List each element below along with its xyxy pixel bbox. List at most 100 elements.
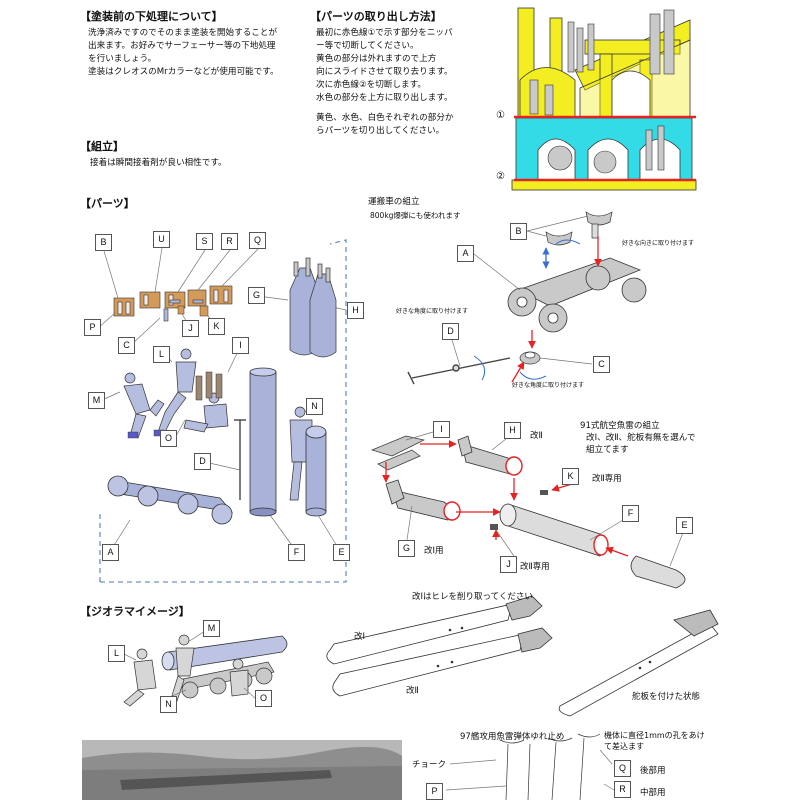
label-part-o: O xyxy=(160,430,177,447)
cradle-hole-note-2: て差込ます xyxy=(604,742,644,751)
parts-header: 【パーツ】 xyxy=(80,197,135,210)
variants-kai2-label: 改Ⅱ xyxy=(406,686,419,696)
carrier-label-c: C xyxy=(593,356,610,373)
cradle-label-r: R xyxy=(614,781,631,798)
cradle-label-p: P xyxy=(426,783,443,800)
historical-photo xyxy=(82,740,402,800)
label-part-c: C xyxy=(118,337,135,354)
removal-line-4: 向にスライドさせて取り去ります。 xyxy=(316,67,453,77)
cradle-title: 97艦攻用魚雷弾体ゆれ止め xyxy=(460,732,565,742)
assembly-line-1: 接着は瞬間接着剤が良い相性です。 xyxy=(90,158,227,168)
diorama-label-l: L xyxy=(108,645,125,662)
label-part-u: U xyxy=(153,231,170,248)
diorama-label-m: M xyxy=(203,620,220,637)
carrier-assembly-illustration xyxy=(407,211,647,385)
carrier-label-d: D xyxy=(442,323,459,340)
parts-dashed-frame xyxy=(99,239,347,583)
label-part-i: I xyxy=(232,337,249,354)
carrier-d-handle xyxy=(407,357,511,385)
torpedo-title-line-1: 91式航空魚雷の組立 xyxy=(580,421,660,431)
part-d-rod xyxy=(234,419,246,500)
carrier-saddles xyxy=(545,211,613,246)
pre-treatment-header: 【塗装前の下処理について】 xyxy=(80,10,223,23)
pre-treatment-line-2: 出来ます。お好みでサーフェーサー等の下地処理 xyxy=(88,41,276,51)
removal-line-6: 水色の部分を上方に取り出します。 xyxy=(316,93,453,103)
variants-rudder-note: 舵板を付けた状態 xyxy=(632,692,701,702)
torpedo-title-line-2: 改Ⅰ、改Ⅱ、舵板有無を選んで xyxy=(586,433,696,443)
label-part-h: H xyxy=(347,302,364,319)
cradle-chalk: チョーク xyxy=(412,760,447,770)
cradle-label-q: Q xyxy=(614,760,631,777)
label-part-d: D xyxy=(194,453,211,470)
removal-line-2: ー等で切断してください。 xyxy=(316,41,419,51)
carrier-note-angle-1: 好きな角度に取り付けます xyxy=(396,308,469,315)
wood-blocks-bracket-parts xyxy=(113,285,233,322)
diorama-torpedo xyxy=(161,635,288,671)
cradle-rear: 後部用 xyxy=(640,766,666,776)
label-part-k: K xyxy=(208,318,225,335)
torpedo-e-nose xyxy=(630,555,686,589)
label-part-s: S xyxy=(196,233,213,250)
torpedo-kai2-only: 改Ⅱ専用 xyxy=(592,474,622,484)
removal-line-9: らパーツを切り出してください。 xyxy=(316,126,445,136)
small-parts-j-k xyxy=(177,305,209,317)
torpedo-label-g: G xyxy=(398,540,415,557)
variant-rudder-fin xyxy=(673,609,719,637)
torpedo-leader-lines xyxy=(405,431,685,567)
diorama-figures xyxy=(123,634,249,707)
label-part-b: B xyxy=(95,234,112,251)
label-part-m: M xyxy=(88,392,105,409)
removal-line-5: 次に赤色線②を切断します。 xyxy=(316,80,426,90)
torpedo-g-tail xyxy=(385,479,461,521)
torpedo-kai2-label: 改Ⅱ xyxy=(530,431,543,441)
cut-marker-2: ② xyxy=(496,171,505,182)
torpedo-small-parts xyxy=(490,490,548,530)
label-part-p: P xyxy=(84,319,101,336)
carrier-red-arrows xyxy=(511,236,602,383)
label-part-q: Q xyxy=(249,232,266,249)
torpedo-label-h: H xyxy=(504,422,521,439)
carrier-label-a: A xyxy=(457,245,474,262)
torpedo-label-e: E xyxy=(676,517,693,534)
sprue-cyan-detail xyxy=(547,125,665,174)
pre-treatment-line-1: 洗浄済みですのでそのまま塗装を開始することが xyxy=(88,28,278,38)
torpedo-label-i: I xyxy=(433,421,450,438)
label-part-n: N xyxy=(306,398,323,415)
torpedo-h-tail xyxy=(457,435,523,476)
diorama-label-n: N xyxy=(160,696,177,713)
torpedo-kai1-use: 改Ⅰ用 xyxy=(424,546,444,556)
carrier-title: 運搬車の組立 xyxy=(368,197,420,207)
torpedo-label-f: F xyxy=(622,505,639,522)
diorama-illustration xyxy=(123,630,288,707)
carrier-c-fitting xyxy=(519,351,541,365)
torpedo-title-line-3: 組立てます xyxy=(586,445,629,455)
removal-header: 【パーツの取り出し方法】 xyxy=(310,10,442,23)
torpedo-label-j: J xyxy=(500,556,517,573)
variant-kai2-fin xyxy=(517,627,553,653)
diorama-header: 【ジオラマイメージ】 xyxy=(80,605,190,618)
label-part-g: G xyxy=(248,287,265,304)
sprue-gray-parts xyxy=(529,9,675,116)
part-i-tubes xyxy=(195,371,223,401)
part-e-tail xyxy=(305,425,327,517)
figure-parts xyxy=(123,348,319,501)
torpedo-kai2-only-2: 改Ⅱ専用 xyxy=(520,562,550,572)
pre-treatment-line-3: を行いましょう。 xyxy=(88,54,157,64)
carrier-label-b: B xyxy=(510,223,527,240)
variant-kai1-fin xyxy=(505,595,543,621)
label-part-f: F xyxy=(288,544,305,561)
cut-marker-1: ① xyxy=(496,110,505,121)
removal-line-8: 黄色、水色、白色それぞれの部分か xyxy=(316,113,454,123)
cradle-hole-note-1: 機体に直径1mmの孔をあけ xyxy=(604,731,705,740)
carrier-cart-body xyxy=(507,257,647,333)
carrier-note-angle-2: 好きな角度に取り付けます xyxy=(512,382,585,389)
carrier-leader-lines xyxy=(451,215,593,367)
part-f-cylinder xyxy=(249,367,277,517)
pre-treatment-line-4: 塗装はクレオスのMrカラーなどが使用可能です。 xyxy=(88,67,279,77)
torpedo-label-k: K xyxy=(562,468,579,485)
label-part-j: J xyxy=(182,320,199,337)
diorama-label-o: O xyxy=(255,690,272,707)
carrier-rotation-hints xyxy=(473,239,581,381)
label-part-e: E xyxy=(333,544,350,561)
